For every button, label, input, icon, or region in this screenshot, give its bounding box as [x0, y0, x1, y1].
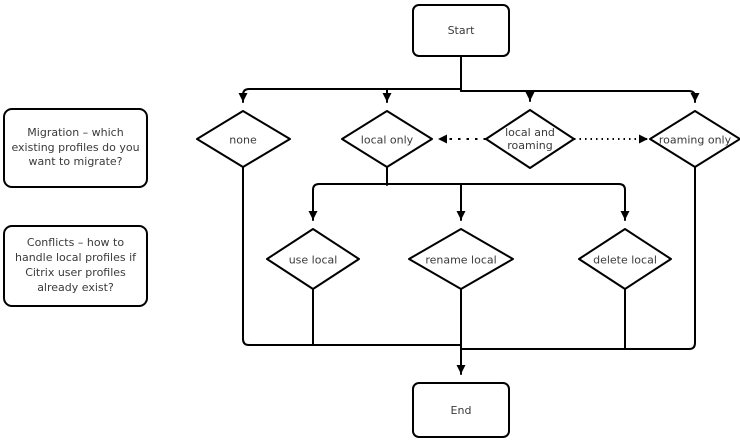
node-end: End: [412, 382, 510, 438]
decision-delete-local-label: delete local: [593, 253, 657, 267]
decision-roaming-only-label: roaming only: [658, 133, 732, 147]
annotation-conflicts-text: Conflicts – how to handle local profiles…: [14, 236, 137, 294]
decision-roaming-only-shape: [649, 110, 740, 168]
node-end-label: End: [450, 403, 472, 417]
connector-none-merge: [242, 166, 462, 346]
decision-local-and-roaming-shape: [485, 109, 575, 169]
annotation-migration-text: Migration – which existing profiles do y…: [11, 125, 140, 169]
node-start-label: Start: [447, 24, 475, 37]
annotation-conflicts: Conflicts – how to handle local profiles…: [3, 225, 148, 307]
decision-use-local-label: use local: [288, 253, 338, 267]
decision-none-shape: [196, 110, 291, 168]
decision-use-local-shape: [266, 228, 360, 290]
decision-rename-local-label: rename local: [425, 253, 497, 267]
decision-local-only-shape: [341, 110, 433, 168]
connector-midrail-use-local: [308, 183, 388, 221]
node-start: Start: [412, 4, 510, 57]
decision-local-and-roaming-label: local and roaming: [505, 125, 555, 152]
connector-midrail-delete-local: [386, 183, 630, 221]
decision-delete-local-shape: [578, 228, 672, 290]
connector-rail-right-roaming: [460, 90, 700, 103]
annotation-migration: Migration – which existing profiles do y…: [3, 108, 148, 188]
decision-rename-local-shape: [408, 228, 514, 290]
decision-local-only-label: local only: [360, 133, 414, 147]
decision-none-label: none: [229, 133, 257, 147]
connector-roaming-merge: [460, 166, 696, 350]
connector-rail-left-none: [238, 88, 462, 103]
